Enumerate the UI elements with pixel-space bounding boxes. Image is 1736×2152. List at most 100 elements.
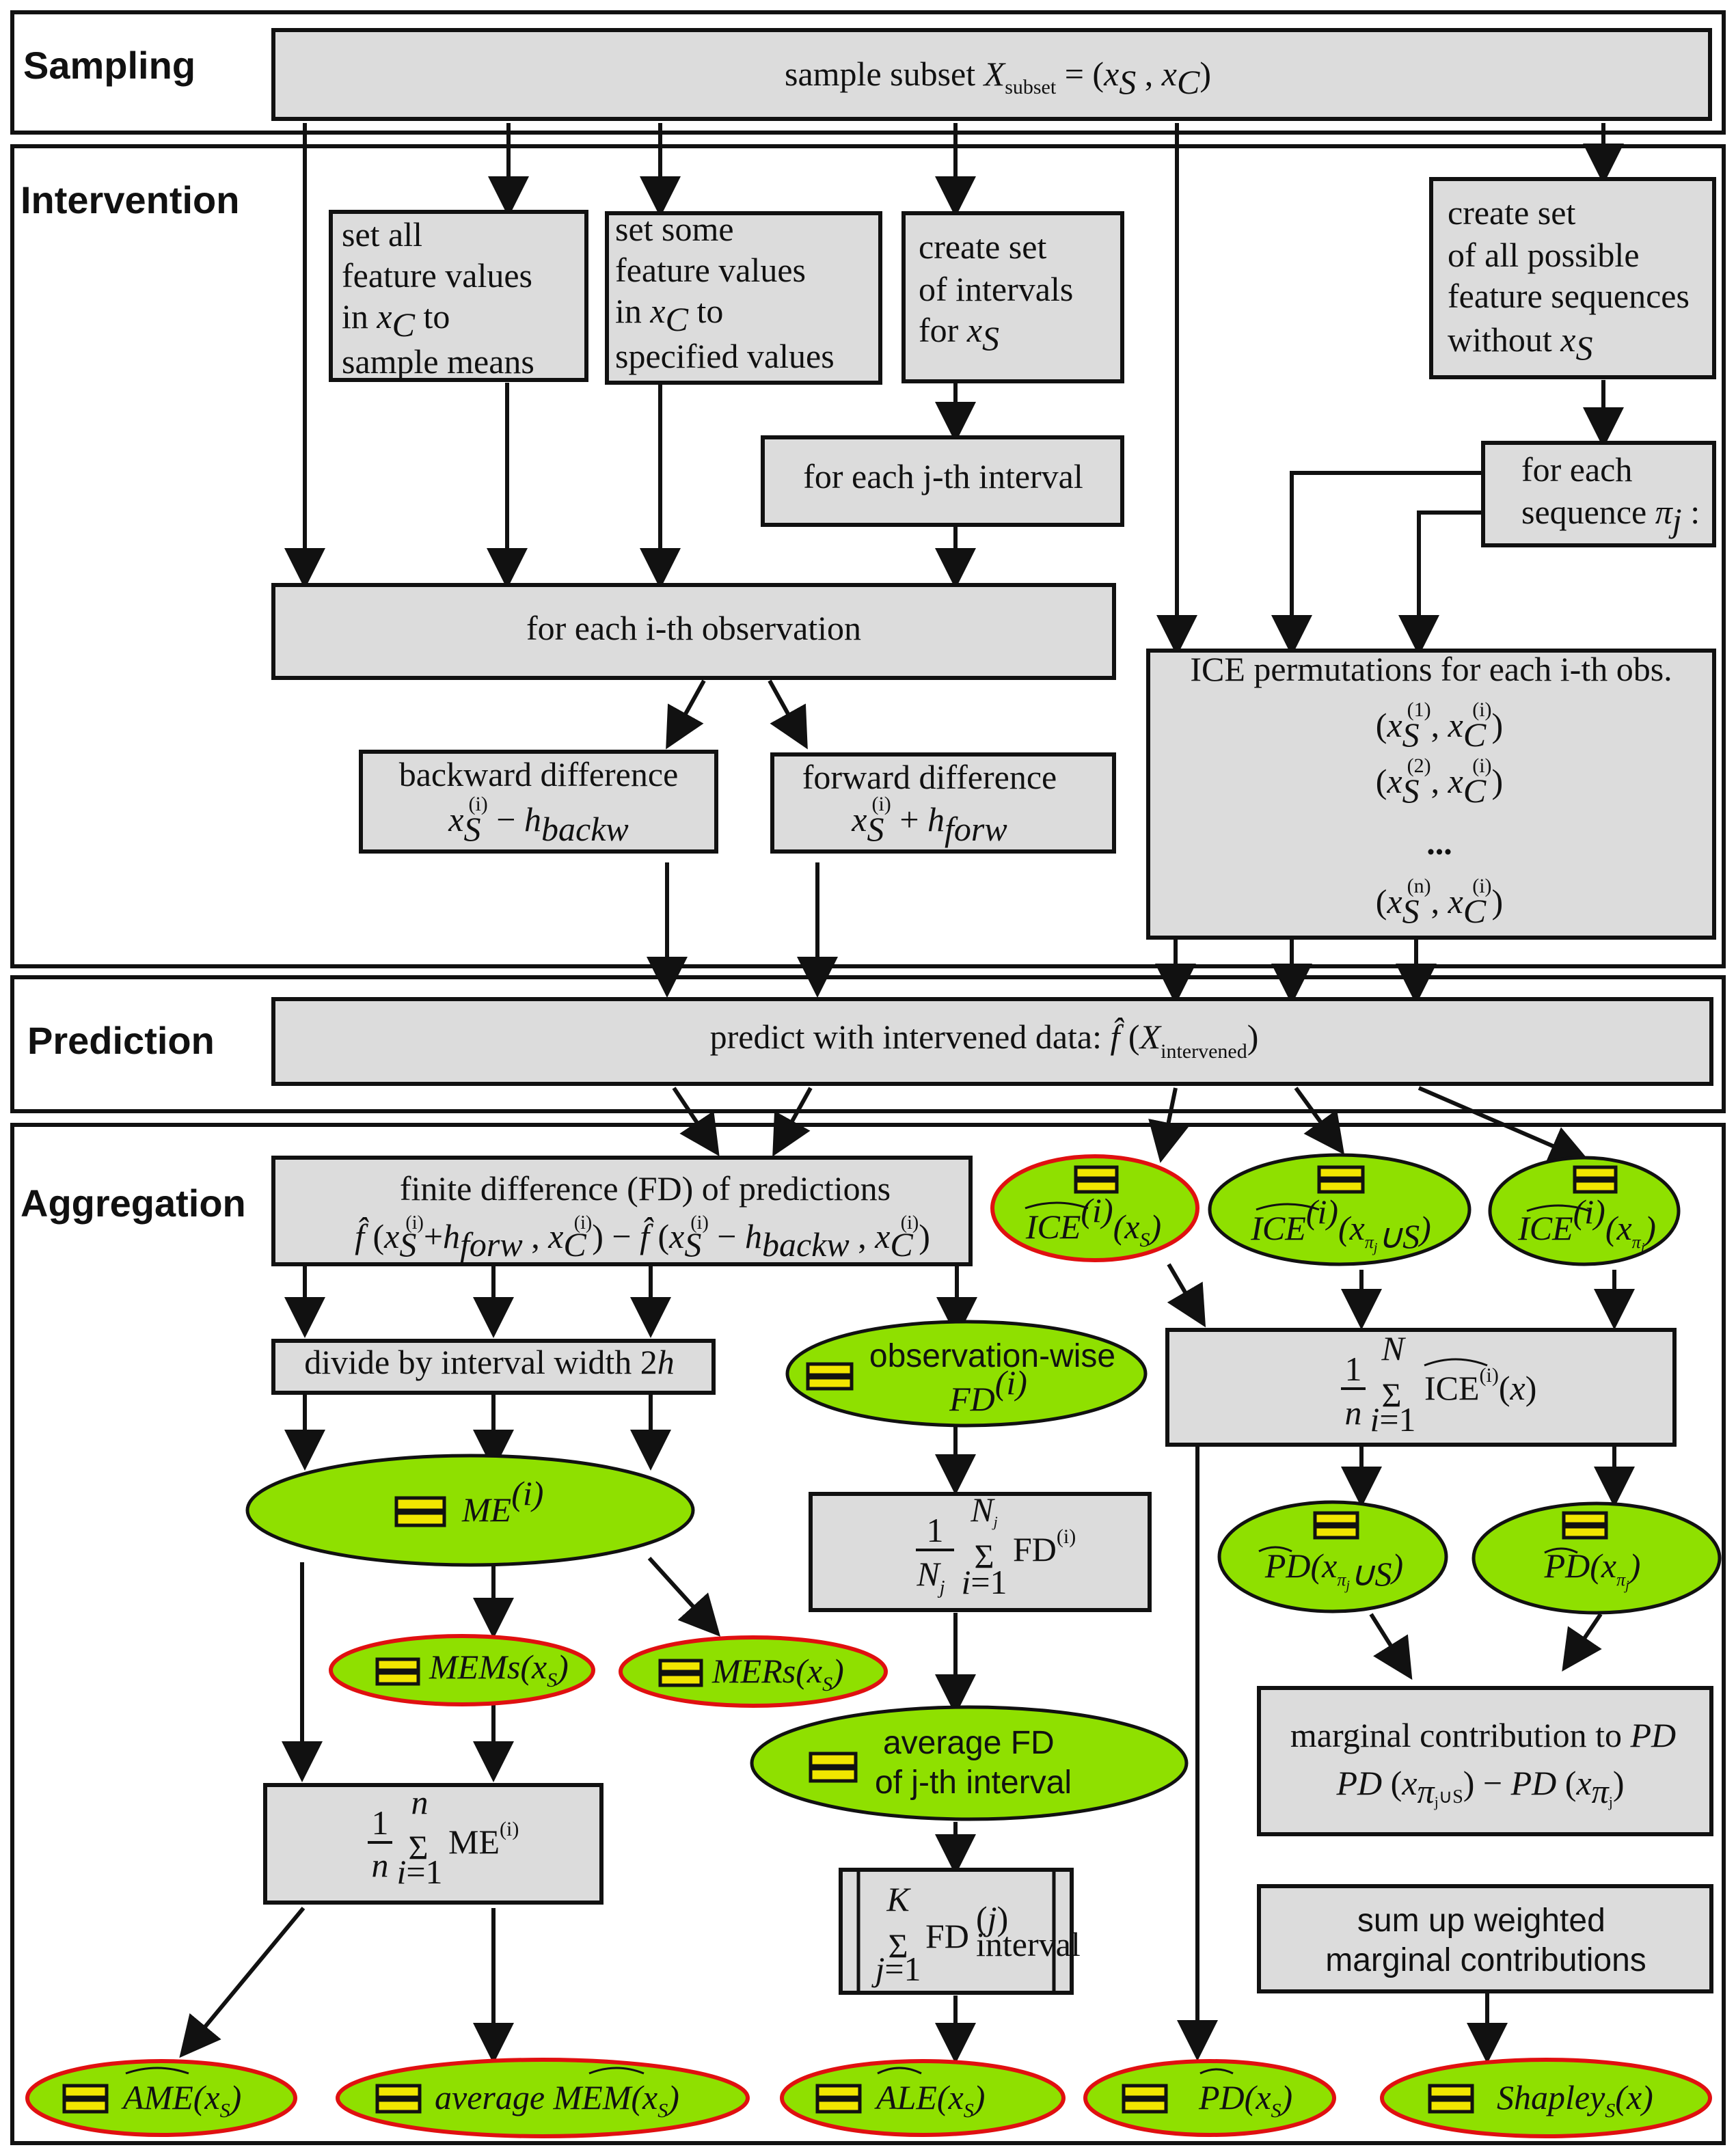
- create-sequences-box: [1429, 177, 1716, 379]
- prediction-label: Prediction: [27, 1019, 215, 1062]
- pd-output-label: PD(xS): [1198, 2078, 1292, 2122]
- prediction-section: [10, 975, 1726, 1113]
- create-intervals-text: create set of intervals for xS: [919, 228, 1082, 357]
- hat-mark: [1258, 1546, 1292, 1553]
- svg-text:FD: FD: [925, 1917, 969, 1955]
- backward-difference-title: backward difference: [399, 755, 679, 793]
- mers-output-label: MERs(xS): [711, 1652, 844, 1695]
- svg-text:Σ: Σ: [1381, 1376, 1401, 1414]
- ice-permutations-title: ICE permutations for each i-th obs.: [1190, 650, 1672, 688]
- mean-ice-box: [1165, 1328, 1677, 1447]
- each-observation-box: [271, 583, 1116, 680]
- sum-weighted-box: [1257, 1884, 1713, 1993]
- svg-text:Σ: Σ: [888, 1926, 908, 1965]
- mems-output: [329, 1634, 595, 1706]
- create-intervals-box: [901, 211, 1124, 383]
- svg-text:Σ: Σ: [974, 1537, 994, 1575]
- avg-fd-output-label: average FD of j-th interval: [875, 1725, 1072, 1801]
- mean-me-box: [263, 1783, 603, 1905]
- set-all-means-box: [329, 210, 588, 382]
- marginal-contribution-title: marginal contribution to PD: [1290, 1716, 1676, 1754]
- aggregation-label: Aggregation: [21, 1182, 246, 1225]
- mean-fd-box: [809, 1492, 1152, 1612]
- hat-mark: [1199, 2068, 1234, 2075]
- hat-mark: [1526, 1204, 1590, 1212]
- avg-fd-output: [750, 1705, 1189, 1821]
- ice-permutations-box: [1146, 649, 1716, 940]
- ice-xs-output: [990, 1154, 1199, 1262]
- table-icon: [62, 2084, 109, 2114]
- intervention-section: [10, 144, 1726, 968]
- set-all-means-text: set all feature values in xC to sample m…: [342, 215, 541, 381]
- svg-text:K: K: [886, 1880, 911, 1918]
- table-icon: [375, 1657, 420, 1686]
- ice-union-output: [1208, 1153, 1471, 1266]
- set-some-values-box: [605, 211, 882, 385]
- aggregation-section: [10, 1123, 1726, 2145]
- obs-fd-output-label: observation-wise: [869, 1338, 1115, 1374]
- backward-difference-formula: xS(i) − hbackw: [448, 793, 628, 848]
- svg-text:n: n: [411, 1783, 429, 1821]
- table-icon: [1122, 2084, 1168, 2114]
- mers-output: [619, 1635, 888, 1708]
- svg-text:j=1: j=1: [871, 1950, 921, 1988]
- pd-union-output: [1217, 1500, 1448, 1613]
- table-icon: [375, 2084, 422, 2114]
- ice-permutation-rows: (xS(1), xC(i)) (xS(2), xC(i)) ... (xS(n)…: [1376, 698, 1503, 930]
- sum-weighted-text: sum up weighted marginal contributions: [1325, 1903, 1646, 1978]
- each-interval-box: [761, 435, 1124, 527]
- pd-pi-output: [1471, 1501, 1722, 1615]
- shapley-output: [1380, 2058, 1712, 2138]
- mean-fd-formula: 1 Nj Σ Nj i=1 FD(i): [916, 1490, 1076, 1601]
- ice-perm-row-3: ...: [1426, 823, 1452, 862]
- table-icon: [1317, 1165, 1365, 1194]
- svg-text:i=1: i=1: [961, 1563, 1007, 1601]
- svg-text:Σ: Σ: [408, 1828, 428, 1866]
- table-icon: [1573, 1165, 1618, 1194]
- ice-perm-row-4: (xS(n), xC(i)): [1376, 875, 1503, 930]
- arrows: [179, 123, 1635, 2064]
- hat-mark: [877, 2067, 922, 2075]
- each-observation-text: for each i-th observation: [526, 609, 861, 647]
- finite-difference-title: finite difference (FD) of predictions: [400, 1169, 891, 1208]
- ale-output: [780, 2059, 1066, 2137]
- create-sequences-text: create set of all possible feature seque…: [1448, 193, 1698, 367]
- marginal-contribution-box: [1257, 1686, 1713, 1836]
- obs-fd-output: [785, 1320, 1148, 1428]
- hat-mark: [1256, 1203, 1320, 1211]
- divide-box: [271, 1339, 716, 1395]
- svg-text:1: 1: [927, 1511, 944, 1549]
- svg-text:1: 1: [1345, 1350, 1362, 1388]
- forward-difference-title: forward difference: [802, 758, 1057, 796]
- svg-text:n: n: [1345, 1393, 1362, 1432]
- table-icon: [809, 1752, 858, 1783]
- each-interval-text: for each j-th interval: [803, 457, 1083, 495]
- intervention-label: Intervention: [21, 178, 239, 221]
- pd-output: [1083, 2059, 1336, 2137]
- table-icon: [1428, 2084, 1474, 2114]
- svg-text:i=1: i=1: [1370, 1400, 1415, 1439]
- divide-text: divide by interval width 2h: [304, 1343, 675, 1381]
- ame-output: [25, 2059, 297, 2137]
- finite-difference-box: [271, 1156, 973, 1266]
- forward-difference-formula: xS(i) + hforw: [851, 793, 1007, 848]
- sum-fd-box: [839, 1868, 1074, 1995]
- svg-text:(j): (j): [976, 1899, 1008, 1937]
- table-icon: [1074, 1165, 1119, 1194]
- svg-text:1: 1: [372, 1803, 389, 1842]
- sample-subset-box: [271, 28, 1712, 121]
- shapley-output-label: ShapleyS(x): [1497, 2078, 1653, 2122]
- hat-mark: [1025, 1201, 1089, 1210]
- table-icon: [806, 1362, 854, 1391]
- mems-output-label: MEMs(xS): [429, 1648, 569, 1691]
- sampling-label: Sampling: [23, 44, 195, 87]
- svg-text:i=1: i=1: [396, 1853, 442, 1891]
- svg-text:n: n: [372, 1846, 389, 1884]
- table-icon: [1313, 1511, 1359, 1540]
- svg-text:N: N: [1381, 1329, 1406, 1367]
- ice-pi-output: [1488, 1156, 1681, 1266]
- avg-mem-output: [336, 2058, 750, 2138]
- sampling-section: [10, 10, 1726, 135]
- set-some-values-text: set some feature values in xC to specifi…: [615, 210, 835, 375]
